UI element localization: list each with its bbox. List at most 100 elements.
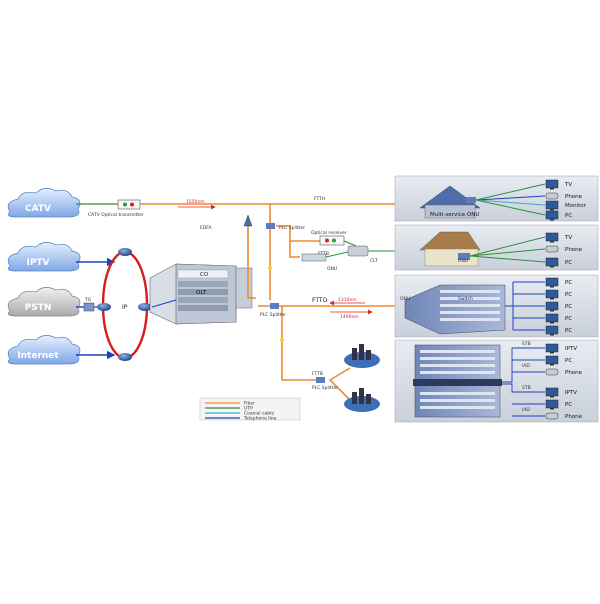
- connector-1: [267, 265, 273, 271]
- ring-co-link: [151, 299, 177, 308]
- endpoint-phone: Phone: [545, 245, 583, 253]
- city-icon-top: [344, 344, 380, 368]
- endpoint-label: Phone: [565, 370, 583, 376]
- endpoint-pc: PC: [545, 277, 572, 288]
- pc-icon: [545, 210, 559, 221]
- house-onu-label: ONU: [458, 258, 468, 264]
- legend-fiber: Fiber: [244, 401, 255, 407]
- connector-2: [279, 337, 285, 343]
- endpoint-pc: PC: [545, 301, 572, 312]
- multi-service-label: Multi-service ONU: [430, 212, 479, 218]
- legend-coax: Coaxial cable: [244, 411, 274, 417]
- pc-icon: [545, 277, 559, 288]
- endpoint-pc: PC: [545, 210, 572, 221]
- panel-office: ONU Switch: [394, 274, 599, 338]
- iptv-label: IPTV: [26, 258, 49, 268]
- endpoint-pc: PC: [545, 289, 572, 300]
- label-1490: 1490nm: [340, 314, 359, 320]
- panel-multi-service: Multi-service ONU: [394, 175, 599, 222]
- ftth-label: FTTH: [314, 196, 325, 202]
- phone-icon: [545, 412, 559, 420]
- router-bottom: [118, 353, 132, 361]
- tv-icon: [545, 343, 559, 354]
- legend: Fiber UTP Coaxial cable Telephone line: [199, 397, 301, 422]
- endpoint-label: PC: [565, 358, 572, 364]
- phone-icon: [545, 368, 559, 376]
- endpoint-label: PC: [565, 213, 572, 219]
- endpoint-pc: PC: [545, 325, 572, 336]
- stb1-label: STB: [522, 341, 531, 347]
- router-left: [97, 303, 111, 311]
- endpoint-label: PC: [565, 328, 572, 334]
- endpoint-label: PC: [565, 402, 572, 408]
- pstn-cloud: PSTN: [7, 287, 81, 317]
- pc-icon: [545, 355, 559, 366]
- ip-label: IP: [122, 304, 128, 311]
- endpoint-phone: Phone: [545, 412, 583, 420]
- plc-splitter-2-label: PLC Splitter: [260, 312, 286, 318]
- pc-icon: [545, 399, 559, 410]
- co-label: CO: [200, 272, 209, 278]
- plc-splitter-bottom: PLC Splitter: [312, 377, 338, 391]
- endpoint-label: TV: [564, 235, 572, 241]
- endpoint-label: TV: [564, 182, 572, 188]
- endpoint-tv: TV: [545, 179, 572, 190]
- endpoint-phone: Phone: [545, 192, 583, 200]
- catv-transmitter: CATV Optical transmitter: [88, 199, 144, 218]
- onu-office-label: ONU: [400, 296, 410, 302]
- clt-device: CLT: [347, 245, 378, 264]
- endpoint-label: Phone: [565, 414, 583, 420]
- catv-tx-label: CATV Optical transmitter: [88, 212, 144, 218]
- legend-utp: UTP: [244, 406, 253, 412]
- endpoint-pc: PC: [545, 257, 572, 268]
- multi-service-onu: [466, 197, 476, 203]
- endpoint-phone: Phone: [545, 368, 583, 376]
- receiver-clt-coax: [343, 240, 357, 247]
- label-1310: 1310nm: [338, 297, 357, 303]
- monitor-icon: [545, 200, 559, 211]
- endpoint-pc: PC: [545, 355, 572, 366]
- stb2-label: STB: [522, 385, 531, 391]
- endpoint-iptv: IPTV: [545, 387, 577, 398]
- endpoint-label: IPTV: [565, 346, 577, 352]
- olt-label: OLT: [196, 290, 207, 296]
- endpoint-iptv: IPTV: [545, 343, 577, 354]
- legend-telephone: Telephone line: [243, 416, 277, 422]
- endpoint-label: Monitor: [565, 203, 587, 209]
- optical-receiver-label: Optical receiver: [311, 230, 347, 236]
- router-right: [138, 303, 152, 311]
- edfa-label: EDFA: [200, 225, 212, 231]
- phone-icon: [545, 192, 559, 200]
- endpoint-label: PC: [565, 260, 572, 266]
- iptv-cloud: IPTV: [7, 242, 81, 272]
- ftto-label: FTTO: [312, 297, 328, 304]
- pc-icon: [545, 313, 559, 324]
- catv-cloud: CATV: [7, 188, 81, 218]
- panel-mdu: MDU STB IAD STB IAD: [394, 339, 599, 423]
- endpoint-label: Phone: [565, 247, 583, 253]
- iad1-label: IAD: [522, 363, 530, 369]
- tv-icon: [545, 232, 559, 243]
- clt-label: CLT: [370, 258, 378, 264]
- fttb2-label: FTTB: [312, 371, 323, 377]
- endpoint-label: IPTV: [565, 390, 577, 396]
- endpoint-pc: PC: [545, 313, 572, 324]
- onu-clt-utp: [325, 251, 349, 258]
- plc-splitter-1-label: PLC Splitter: [279, 225, 305, 231]
- plc-splitter-top: PLC Splitter: [266, 223, 305, 231]
- onu-small-label: ONU: [327, 266, 337, 272]
- internet-cloud: Internet: [7, 335, 81, 365]
- mdu-label: MDU: [450, 381, 461, 387]
- fttb-onu: ONU: [301, 253, 337, 272]
- tg-gateway: TG: [83, 297, 95, 312]
- endpoint-label: PC: [565, 304, 572, 310]
- fiber-lines: [140, 203, 410, 401]
- tg-label: TG: [84, 297, 92, 303]
- label-1550: 1550nm: [186, 199, 205, 205]
- tv-icon: [545, 179, 559, 190]
- phone-icon: [545, 245, 559, 253]
